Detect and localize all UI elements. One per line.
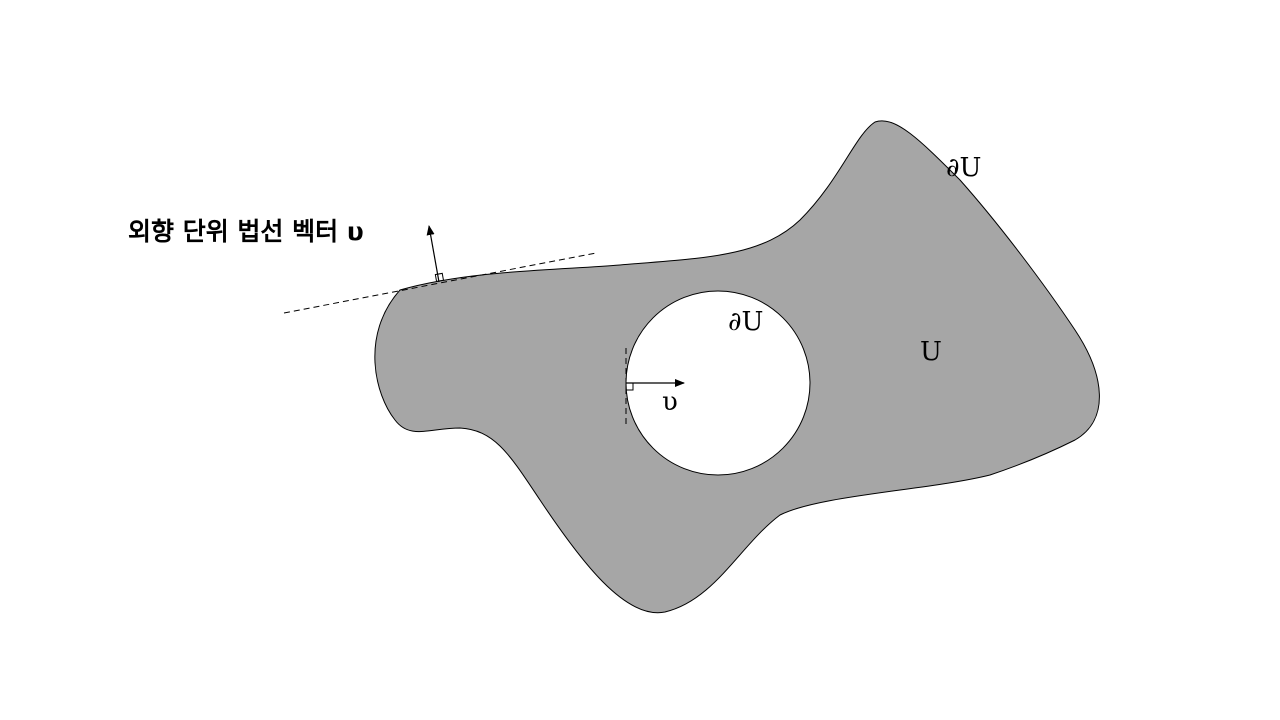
inner-normal-label: υ (662, 387, 678, 417)
inner-boundary-label: ∂U (728, 307, 763, 337)
outer-right-angle-mark (434, 272, 445, 283)
region-label: U (920, 337, 942, 367)
outer-boundary-label: ∂U (946, 153, 981, 183)
outer-tangent-line (283, 252, 597, 314)
inner-right-angle-mark (625, 382, 634, 391)
normal-vector-caption: 외향 단위 법선 벡터 υ (128, 217, 364, 246)
outer-normal-arrow (426, 225, 440, 283)
